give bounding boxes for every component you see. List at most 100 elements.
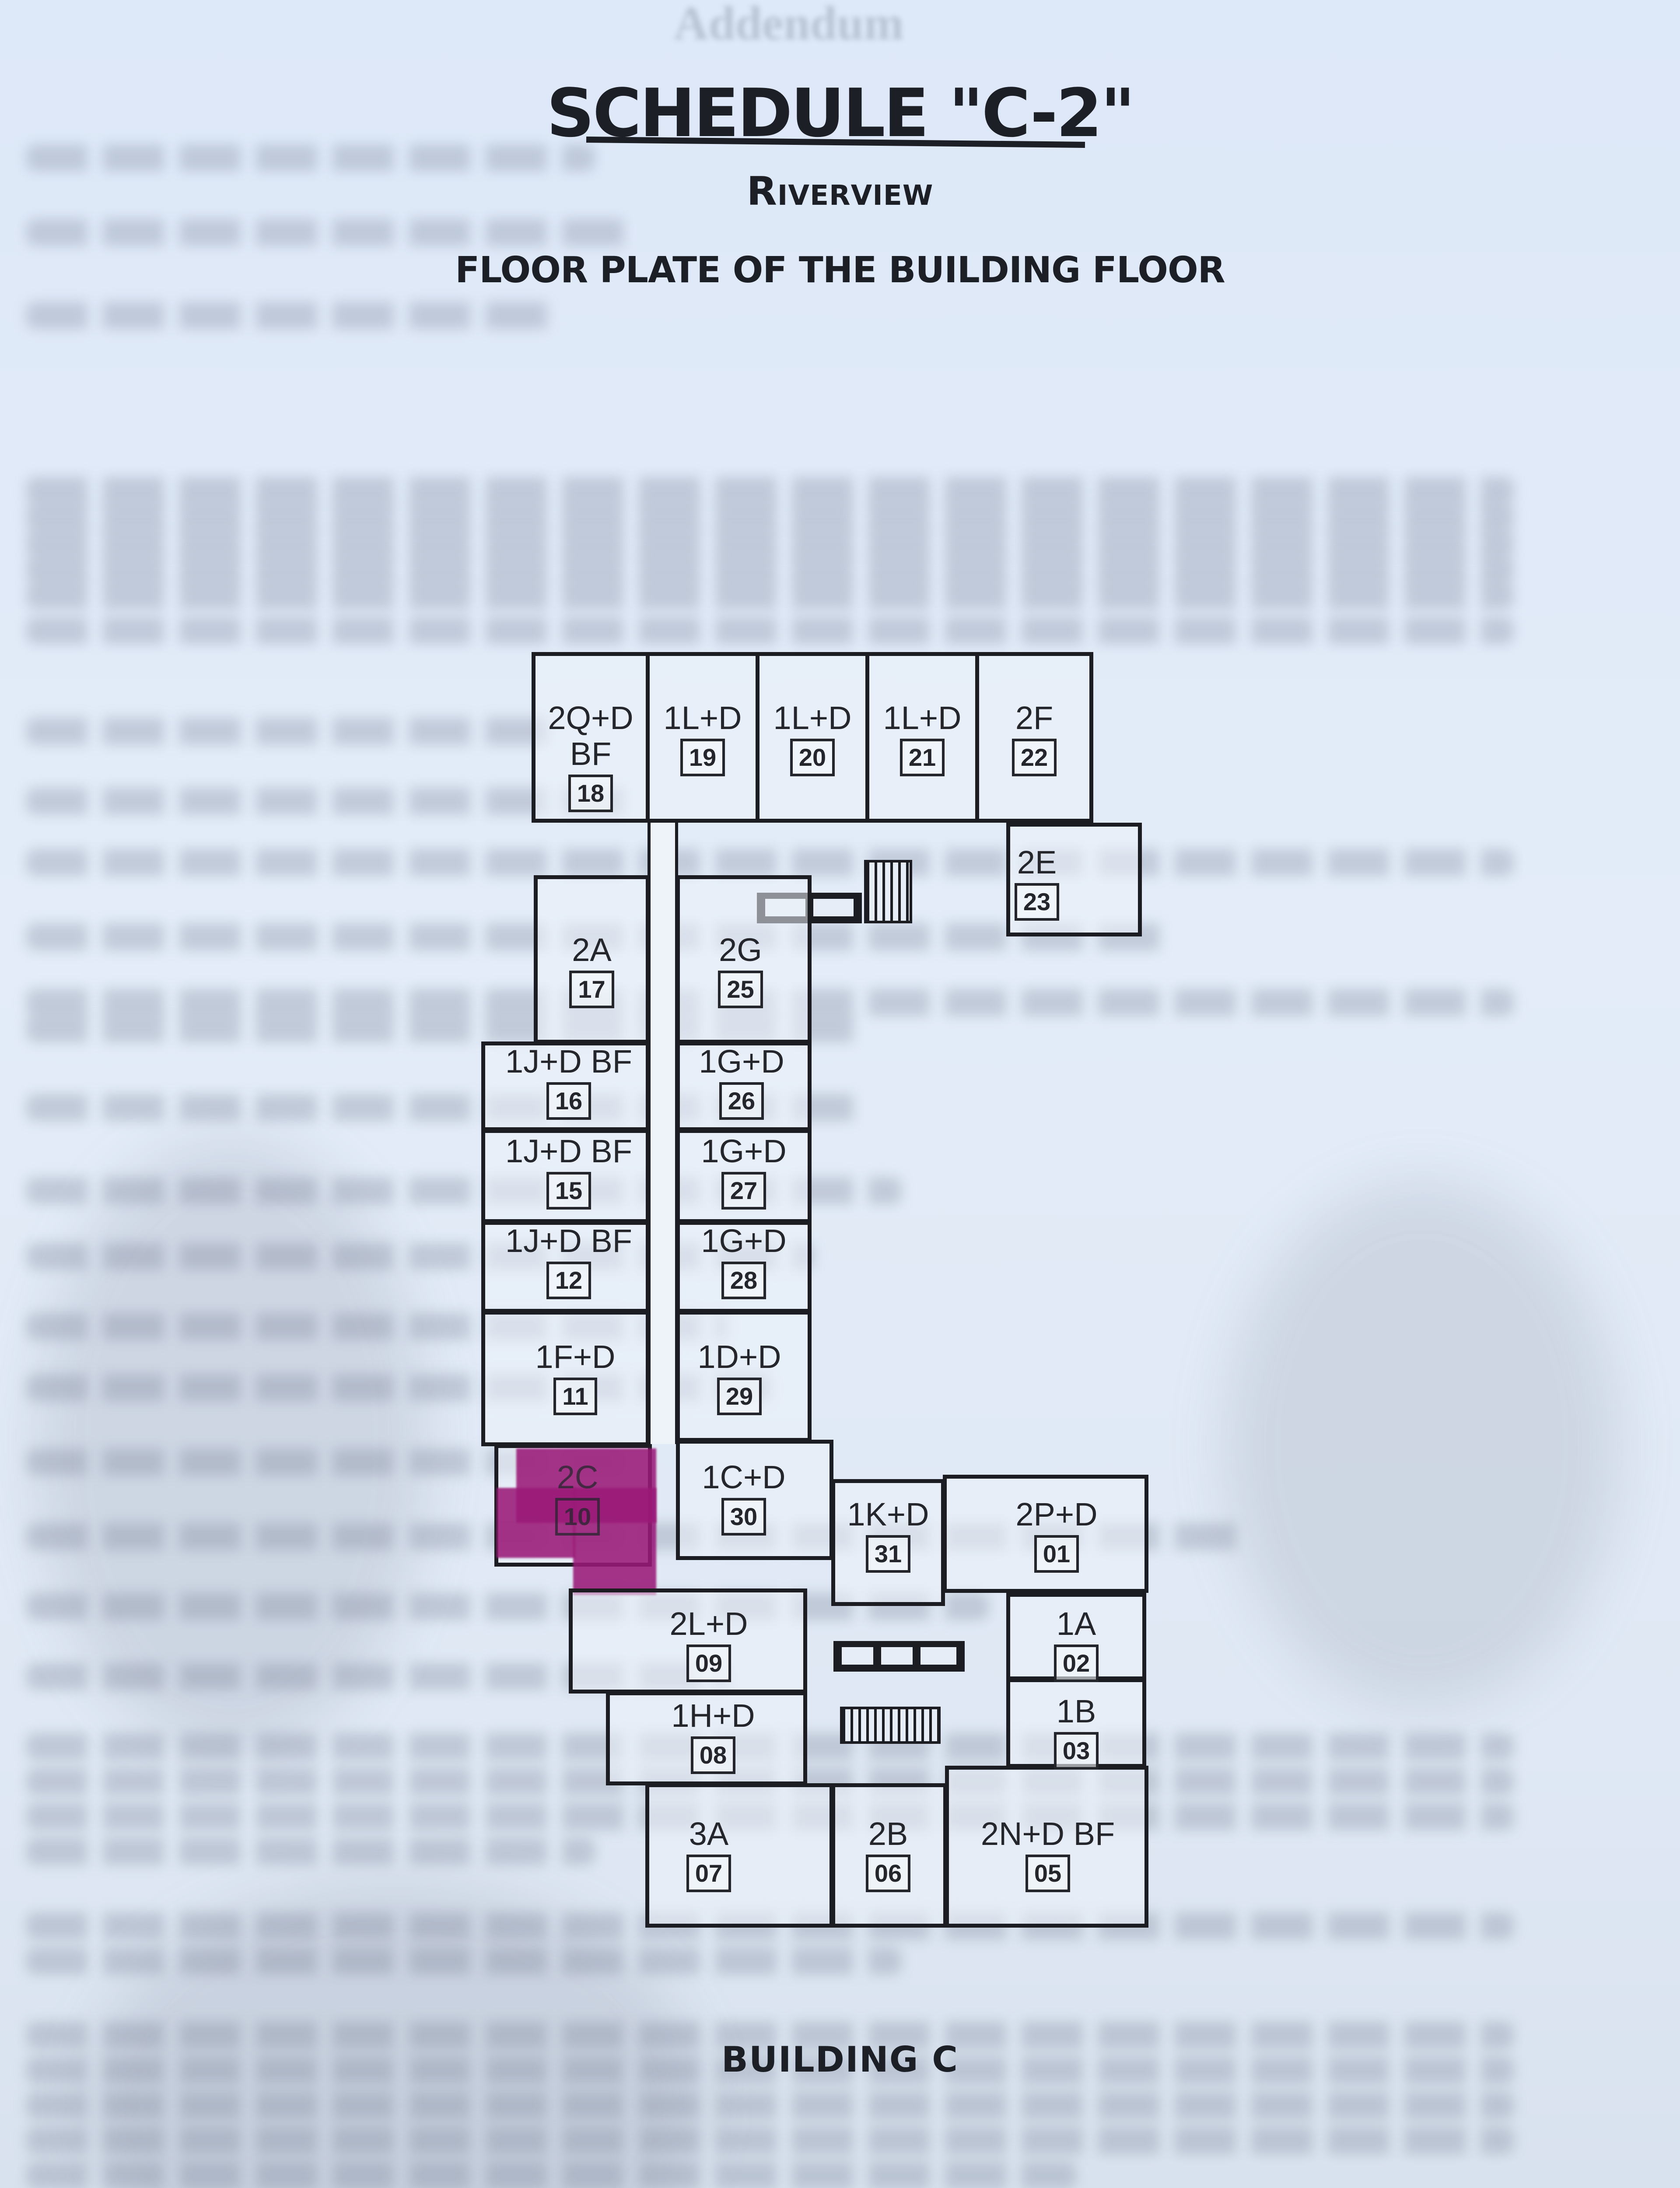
unit-20[interactable]	[756, 652, 869, 823]
ghost-line	[26, 1838, 595, 1865]
elevator-icon	[879, 1645, 914, 1666]
unit-type: 2Q+D	[548, 700, 634, 736]
ghost-line	[26, 849, 1514, 876]
unit-type: 1A	[1056, 1606, 1096, 1642]
unit-type: 1J+D BF	[505, 1133, 632, 1169]
unit-number-badge: 15	[546, 1172, 592, 1210]
unit-number-badge: 25	[718, 971, 763, 1008]
unit-label: 1J+D BF 16	[490, 1044, 648, 1120]
ghost-line	[26, 1593, 989, 1620]
unit-type: 1G+D	[701, 1133, 787, 1169]
unit-type: 1L+D	[883, 700, 962, 736]
unit-number-badge: 29	[717, 1378, 762, 1415]
ghost-line	[26, 556, 1514, 583]
ghost-line	[26, 718, 551, 745]
unit-type: 2L+D	[669, 1606, 748, 1642]
ghost-line	[26, 477, 1514, 504]
unit-type: 1D+D	[697, 1339, 781, 1375]
stairs-icon	[840, 1707, 941, 1744]
unit-type: 1B	[1056, 1693, 1096, 1729]
unit-label: 1F+D 11	[503, 1339, 648, 1415]
unit-label: 1B 03	[1024, 1694, 1129, 1770]
ghost-line	[26, 219, 639, 246]
unit-number-badge: 01	[1034, 1535, 1079, 1573]
unit-number-badge: 12	[546, 1262, 592, 1299]
unit-label: 2A 17	[534, 932, 650, 1008]
unit-label: 1J+D BF 12	[490, 1223, 648, 1299]
unit-number-badge: 20	[790, 739, 835, 776]
unit-05[interactable]	[945, 1766, 1148, 1928]
unit-type: 1J+D BF	[505, 1043, 632, 1080]
unit-label: 1A 02	[1024, 1606, 1129, 1682]
unit-10-highlight	[573, 1488, 656, 1595]
elevator-icon	[919, 1645, 958, 1666]
unit-type: 2C	[556, 1459, 598, 1495]
unit-label: 3A 07	[669, 1816, 748, 1892]
unit-number-badge: 22	[1012, 739, 1057, 776]
unit-label: 1G+D 26	[676, 1044, 807, 1120]
unit-number-badge: 23	[1014, 883, 1060, 921]
unit-number-badge: 02	[1054, 1645, 1099, 1682]
ghost-line	[26, 1947, 901, 1974]
unit-type: 2P+D	[1015, 1496, 1098, 1532]
ghost-line	[26, 2127, 1514, 2154]
unit-type: 1L+D	[773, 700, 852, 736]
unit-type: 2G	[719, 932, 762, 968]
unit-type: 1G+D	[699, 1043, 784, 1080]
unit-label: 1G+D 27	[676, 1133, 812, 1210]
unit-type: 1F+D	[535, 1339, 616, 1375]
unit-number-badge: 31	[865, 1535, 911, 1573]
ghost-line	[26, 503, 1514, 530]
ghost-line	[26, 2057, 1514, 2084]
elevator-icon	[840, 1645, 875, 1666]
unit-label: 1K+D 31	[831, 1497, 945, 1573]
unit-01[interactable]	[943, 1475, 1148, 1593]
unit-type: 2A	[572, 932, 612, 968]
unit-22[interactable]	[975, 652, 1093, 823]
unit-number-badge: 19	[680, 739, 725, 776]
unit-number-badge: 10	[555, 1498, 600, 1536]
unit-type: 1L+D	[663, 700, 742, 736]
unit-number-badge: 30	[721, 1498, 766, 1536]
unit-09[interactable]	[569, 1588, 807, 1694]
ghost-line	[26, 2022, 1514, 2049]
unit-label: 1H+D 08	[648, 1698, 779, 1774]
unit-label: 1L+D 19	[646, 700, 760, 776]
unit-number-badge: 18	[568, 775, 613, 812]
unit-number-badge: 06	[865, 1855, 911, 1892]
unit-number-badge: 27	[721, 1172, 766, 1210]
shadow-blotch	[35, 1138, 429, 1750]
unit-number-badge: 16	[546, 1082, 592, 1120]
unit-number-badge: 07	[686, 1855, 732, 1892]
unit-type: 2E	[1017, 844, 1057, 880]
unit-label: 2Q+D BF 18	[532, 700, 650, 812]
unit-label: 2L+D 09	[630, 1606, 788, 1682]
unit-type: 1H+D	[671, 1697, 755, 1734]
unit-type: 2B	[868, 1816, 908, 1852]
unit-label: 1J+D BF 15	[490, 1133, 648, 1210]
unit-label: 1G+D 28	[676, 1223, 812, 1299]
corridor	[648, 823, 678, 1444]
ghost-line	[26, 617, 1514, 644]
unit-type: 1K+D	[847, 1496, 929, 1532]
stairs-icon	[864, 860, 912, 923]
unit-number-badge: 09	[686, 1645, 732, 1682]
unit-number-badge: 28	[721, 1262, 766, 1299]
unit-25[interactable]	[676, 875, 812, 1044]
ghost-line	[26, 144, 595, 172]
ghost-header: Addendum	[674, 0, 904, 50]
unit-label: 1C+D 30	[676, 1459, 812, 1536]
floor-plate-heading: FLOOR PLATE OF THE BUILDING FLOOR	[455, 249, 1225, 291]
unit-type: BF	[570, 736, 612, 772]
ghost-line	[26, 2092, 1514, 2119]
ghost-line	[26, 529, 1514, 557]
unit-label: 1L+D 20	[756, 700, 869, 776]
unit-number-badge: 21	[900, 739, 945, 776]
unit-type: 3A	[689, 1816, 729, 1852]
unit-number-badge: 17	[569, 971, 614, 1008]
unit-label: 2B 06	[844, 1816, 932, 1892]
unit-type: 1J+D BF	[505, 1223, 632, 1259]
ghost-line	[26, 2162, 1076, 2188]
unit-type: 1G+D	[701, 1223, 787, 1259]
